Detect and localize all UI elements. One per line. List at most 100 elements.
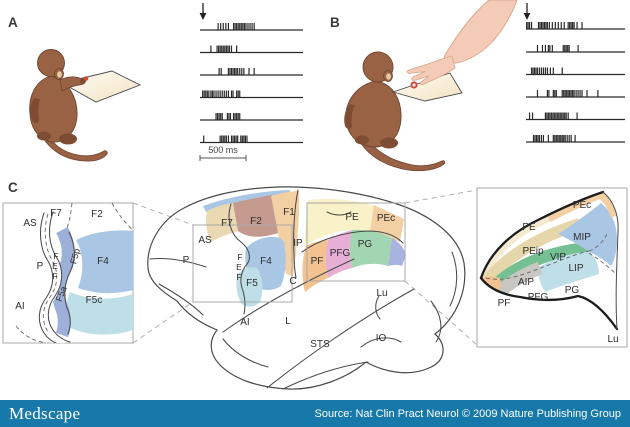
- central-sulcus: [293, 189, 299, 279]
- monkey-foot: [380, 137, 398, 149]
- monkey-ear-inner: [386, 73, 391, 80]
- label-pg: PG: [565, 285, 580, 296]
- spike-tick: [210, 45, 212, 53]
- spike-tick: [563, 135, 565, 142]
- spike-tick: [230, 68, 233, 75]
- ips-lower-lip: [479, 276, 619, 331]
- spike-train-row: [200, 90, 303, 99]
- spike-tick: [573, 22, 575, 29]
- spike-tick: [224, 135, 226, 143]
- spike-tick: [554, 135, 556, 142]
- spike-tick: [227, 68, 230, 75]
- spike-tick: [557, 135, 559, 142]
- frontal-lower-arc: [158, 283, 204, 316]
- spike-tick: [545, 22, 547, 29]
- spike-tick: [570, 90, 572, 97]
- spike-tick: [234, 23, 236, 30]
- ips-fundus-dashed: [481, 250, 590, 280]
- label-pfg: PFG: [330, 248, 351, 259]
- spike-tick: [236, 113, 238, 120]
- spike-tick: [232, 90, 234, 98]
- temporal-pole-arc: [222, 338, 269, 368]
- label-f7: F7: [221, 218, 233, 229]
- label-fef-f2: F: [236, 272, 241, 282]
- monkey-tail: [39, 127, 108, 162]
- spike-tick: [554, 90, 556, 97]
- spike-tick: [210, 90, 212, 98]
- spike-tick: [203, 90, 205, 98]
- spike-tick: [586, 90, 588, 97]
- label-pe: PE: [345, 212, 359, 223]
- label-sts: STS: [310, 339, 330, 350]
- panel-b: B: [330, 0, 625, 172]
- panel-c: C AS F7 F2 P: [2, 180, 628, 390]
- spike-tick: [221, 113, 223, 120]
- inferior-occipital-sulcus: [360, 337, 402, 348]
- spike-tick: [243, 68, 245, 75]
- spike-tick: [229, 68, 231, 75]
- label-io: IO: [376, 333, 387, 344]
- spike-tick: [564, 45, 566, 52]
- label-pfg: PFG: [528, 292, 549, 303]
- spike-train-row: [200, 23, 303, 31]
- spike-tick: [540, 67, 543, 75]
- spike-tick: [244, 135, 246, 143]
- superior-temporal-sulcus: [266, 288, 415, 389]
- monkey-body: [345, 80, 402, 148]
- spike-raster-a: 500 ms: [199, 3, 303, 161]
- spike-tick: [581, 90, 583, 97]
- spike-tick: [544, 67, 547, 75]
- spike-tick: [237, 23, 239, 30]
- spike-tick: [565, 112, 567, 120]
- spike-tick: [229, 113, 232, 120]
- spike-tick: [247, 23, 249, 30]
- frontal-inset: AS F7 F2 P F E F F5p F5a F4 F5c AI: [2, 202, 134, 344]
- spike-tick: [241, 135, 243, 143]
- spike-tick: [568, 135, 570, 142]
- spike-tick: [203, 135, 205, 143]
- spike-tick: [562, 112, 564, 120]
- spike-tick: [540, 135, 543, 142]
- f2-border-dashed: [111, 203, 133, 231]
- spike-tick: [237, 135, 239, 143]
- spike-tick: [564, 112, 566, 120]
- fundus-fork-upper-dashed: [588, 233, 608, 252]
- spike-tick: [551, 45, 553, 52]
- region-pf: [302, 240, 328, 292]
- fundus-fork-lower-dashed: [588, 252, 617, 275]
- grasp-target-object: [83, 76, 89, 81]
- label-p: P: [37, 261, 44, 272]
- label-as: AS: [198, 235, 212, 246]
- spike-tick: [560, 135, 562, 142]
- parietal-zoom-box: [306, 202, 406, 282]
- spike-tick: [572, 22, 574, 29]
- label-f4: F4: [260, 256, 272, 267]
- spike-tick: [550, 112, 552, 120]
- spike-train-row: [526, 67, 625, 76]
- parietal-inset: PEc PE MIP PEip VIP LIP AIP PG PFG PF Lu: [476, 187, 628, 348]
- spike-tick: [219, 135, 221, 143]
- spike-tick: [569, 90, 571, 97]
- spike-tick: [227, 23, 230, 30]
- experimenter-arm: [443, 0, 518, 65]
- spike-tick: [530, 67, 533, 75]
- scale-bar-label: 500 ms: [208, 145, 238, 155]
- spike-tick: [566, 90, 568, 97]
- spike-tick: [202, 90, 204, 98]
- spike-tick: [564, 90, 566, 97]
- spike-tick: [246, 135, 248, 143]
- spike-tick: [566, 135, 568, 142]
- label-fef-e: E: [52, 261, 58, 271]
- spike-tick: [536, 67, 539, 75]
- label-lu: Lu: [607, 334, 618, 345]
- spike-tick: [552, 67, 554, 75]
- spike-tick: [563, 22, 565, 29]
- label-f7: F7: [50, 208, 62, 219]
- spike-tick: [239, 68, 241, 75]
- spike-tick: [253, 23, 255, 30]
- spike-tick: [208, 90, 210, 98]
- monkey-left-arm: [30, 98, 40, 123]
- spike-tick: [551, 22, 553, 29]
- spike-tick: [530, 22, 533, 29]
- spike-train-row: [200, 45, 303, 54]
